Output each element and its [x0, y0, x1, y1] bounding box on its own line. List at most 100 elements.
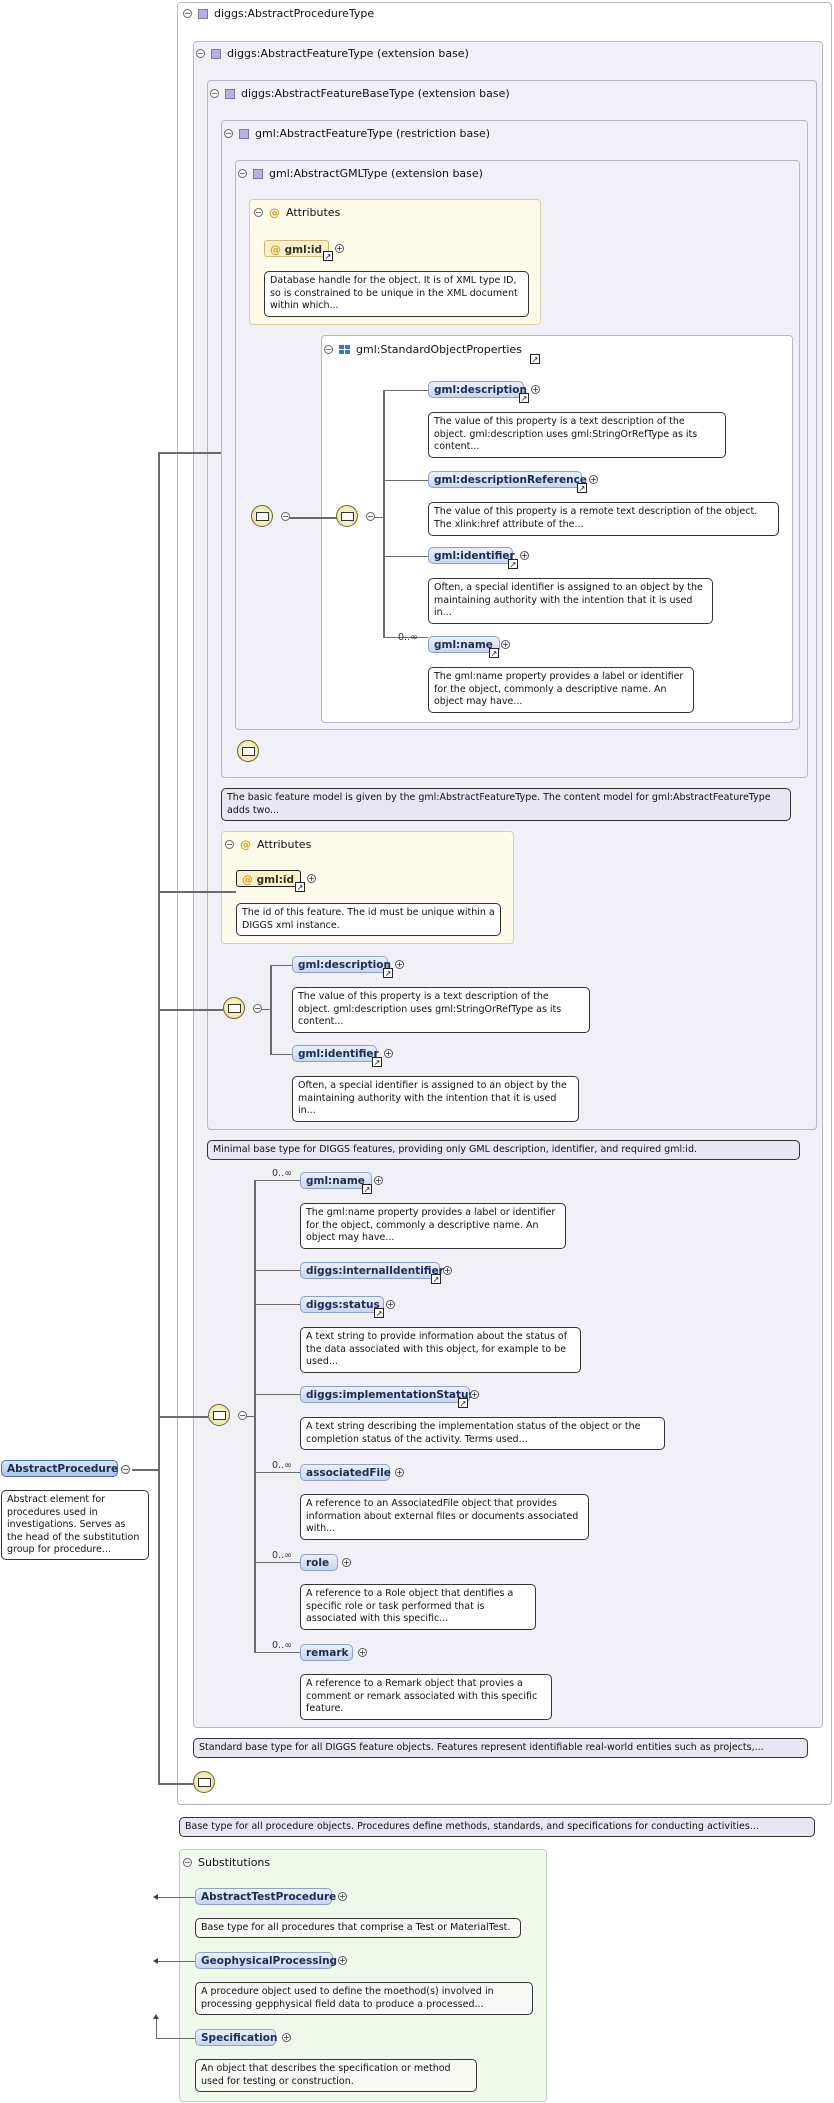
sequence-icon[interactable] — [336, 505, 358, 527]
feature-type-header[interactable]: − diggs:AbstractFeatureType (extension b… — [196, 47, 469, 60]
element-gml-identifier[interactable]: gml:identifier — [428, 547, 515, 564]
substitution-geophysical-processing[interactable]: GeophysicalProcessing — [195, 1952, 337, 1969]
attributes-label: Attributes — [257, 838, 312, 851]
collapse-icon[interactable]: − — [225, 839, 234, 849]
expand-icon[interactable]: + — [374, 1176, 383, 1185]
element-diggs-implementation-status[interactable]: diggs:implementationStatus — [300, 1386, 475, 1403]
collapse-icon[interactable]: − — [210, 88, 219, 98]
sequence-icon[interactable] — [223, 997, 245, 1019]
expand-icon[interactable]: + — [531, 385, 540, 394]
attributes-label: Attributes — [286, 206, 341, 219]
connector — [158, 452, 221, 454]
collapse-icon[interactable]: − — [254, 207, 263, 217]
expand-icon[interactable]: + — [386, 1300, 395, 1309]
feature-base-type-header[interactable]: − diggs:AbstractFeatureBaseType (extensi… — [210, 87, 510, 100]
gml-id-attribute[interactable]: @ gml:id — [236, 870, 301, 887]
link-icon[interactable]: ↗ — [383, 968, 393, 978]
link-icon[interactable]: ↗ — [519, 393, 529, 403]
expand-icon[interactable]: + — [338, 1956, 347, 1965]
expand-icon[interactable]: + — [395, 1468, 404, 1477]
collapse-icon[interactable]: − — [183, 8, 192, 18]
element-gml-description-reference[interactable]: gml:descriptionReference — [428, 471, 587, 488]
link-icon[interactable]: ↗ — [577, 483, 587, 493]
element-gml-name[interactable]: gml:name — [300, 1172, 372, 1189]
expand-icon[interactable]: + — [335, 244, 344, 253]
standard-props-header[interactable]: − gml:StandardObjectProperties — [324, 343, 522, 356]
element-doc: The value of this property is a text des… — [428, 412, 726, 458]
element-diggs-internal-identifier[interactable]: diggs:internalIdentifier — [300, 1262, 444, 1279]
link-icon[interactable]: ↗ — [530, 354, 540, 364]
expand-icon[interactable]: + — [282, 2033, 291, 2042]
substitutions-header[interactable]: − Substitutions — [183, 1856, 270, 1869]
link-icon[interactable]: ↗ — [323, 251, 333, 261]
element-associated-file[interactable]: associatedFile — [300, 1464, 391, 1481]
attributes-header[interactable]: − @ Attributes — [254, 206, 340, 219]
element-doc: A reference to an AssociatedFile object … — [300, 1494, 589, 1540]
root-doc: Abstract element for procedures used in … — [1, 1490, 149, 1560]
collapse-icon[interactable]: − — [224, 128, 233, 138]
element-doc: The gml:name property provides a label o… — [428, 667, 694, 713]
attributes-header[interactable]: − @ Attributes — [225, 838, 311, 851]
attribute-icon: @ — [269, 206, 280, 219]
sequence-icon[interactable] — [251, 505, 273, 527]
collapse-icon[interactable]: − — [253, 1004, 262, 1013]
gml-feature-type-header[interactable]: − gml:AbstractFeatureType (restriction b… — [224, 127, 490, 140]
expand-icon[interactable]: + — [338, 1892, 347, 1901]
link-icon[interactable]: ↗ — [362, 1184, 372, 1194]
sequence-icon[interactable] — [193, 1771, 215, 1793]
element-diggs-status[interactable]: diggs:status — [300, 1296, 384, 1313]
element-role[interactable]: role — [300, 1554, 338, 1571]
collapse-icon[interactable]: − — [183, 1857, 192, 1867]
element-gml-description[interactable]: gml:description — [292, 956, 391, 973]
gml-id-doc: Database handle for the object. It is of… — [264, 271, 529, 317]
link-icon[interactable]: ↗ — [431, 1274, 441, 1284]
standard-props-name: gml:StandardObjectProperties — [356, 343, 522, 356]
link-icon[interactable]: ↗ — [489, 648, 499, 658]
expand-icon[interactable]: + — [384, 1049, 393, 1058]
substitution-abstract-test-procedure[interactable]: AbstractTestProcedure — [195, 1888, 336, 1905]
link-icon[interactable]: ↗ — [458, 1398, 468, 1408]
sequence-icon[interactable] — [208, 1404, 230, 1426]
collapse-icon[interactable]: − — [196, 48, 205, 58]
link-icon[interactable]: ↗ — [374, 1308, 384, 1318]
feature-id-doc: The id of this feature. The id must be u… — [236, 903, 501, 936]
expand-icon[interactable]: + — [589, 475, 598, 484]
substitution-doc: Base type for all procedures that compri… — [195, 1918, 521, 1938]
substitutions-label: Substitutions — [198, 1856, 271, 1869]
sequence-icon[interactable] — [237, 740, 259, 762]
expand-icon[interactable]: + — [307, 874, 316, 883]
gml-id-attribute[interactable]: @ gml:id — [264, 240, 329, 257]
expand-icon[interactable]: + — [395, 960, 404, 969]
expand-icon[interactable]: + — [520, 551, 529, 560]
feature-type-name: diggs:AbstractFeatureType (extension bas… — [227, 47, 469, 60]
collapse-icon[interactable]: − — [238, 1411, 247, 1420]
element-gml-description[interactable]: gml:description — [428, 381, 527, 398]
substitution-specification[interactable]: Specification — [195, 2029, 277, 2046]
element-gml-identifier[interactable]: gml:identifier — [292, 1045, 379, 1062]
expand-icon[interactable]: + — [342, 1558, 351, 1567]
collapse-icon[interactable]: − — [366, 512, 375, 521]
procedure-type-header[interactable]: − diggs:AbstractProcedureType — [183, 7, 374, 20]
expand-icon[interactable]: + — [470, 1390, 479, 1399]
element-remark[interactable]: remark — [300, 1644, 353, 1661]
element-abstract-procedure[interactable]: AbstractProcedure — [1, 1460, 118, 1477]
arrow-icon — [153, 1958, 158, 1964]
collapse-icon[interactable]: − — [324, 344, 333, 354]
connector — [262, 1009, 271, 1010]
link-icon[interactable]: ↗ — [295, 882, 305, 892]
link-icon[interactable]: ↗ — [372, 1057, 382, 1067]
expand-icon[interactable]: + — [443, 1266, 452, 1275]
expand-icon[interactable]: + — [501, 640, 510, 649]
collapse-icon[interactable]: − — [121, 1465, 130, 1474]
connector — [158, 1009, 223, 1011]
element-gml-name[interactable]: gml:name — [428, 636, 500, 653]
link-icon[interactable]: ↗ — [508, 559, 518, 569]
feature-base-type-doc: Minimal base type for DIGGS features, pr… — [207, 1140, 800, 1160]
collapse-icon[interactable]: − — [281, 512, 290, 521]
element-doc: The gml:name property provides a label o… — [300, 1203, 566, 1249]
element-doc: The value of this property is a remote t… — [428, 502, 779, 536]
arrow-icon — [153, 2014, 159, 2019]
collapse-icon[interactable]: − — [238, 168, 247, 178]
gml-type-header[interactable]: − gml:AbstractGMLType (extension base) — [238, 167, 483, 180]
expand-icon[interactable]: + — [358, 1648, 367, 1657]
